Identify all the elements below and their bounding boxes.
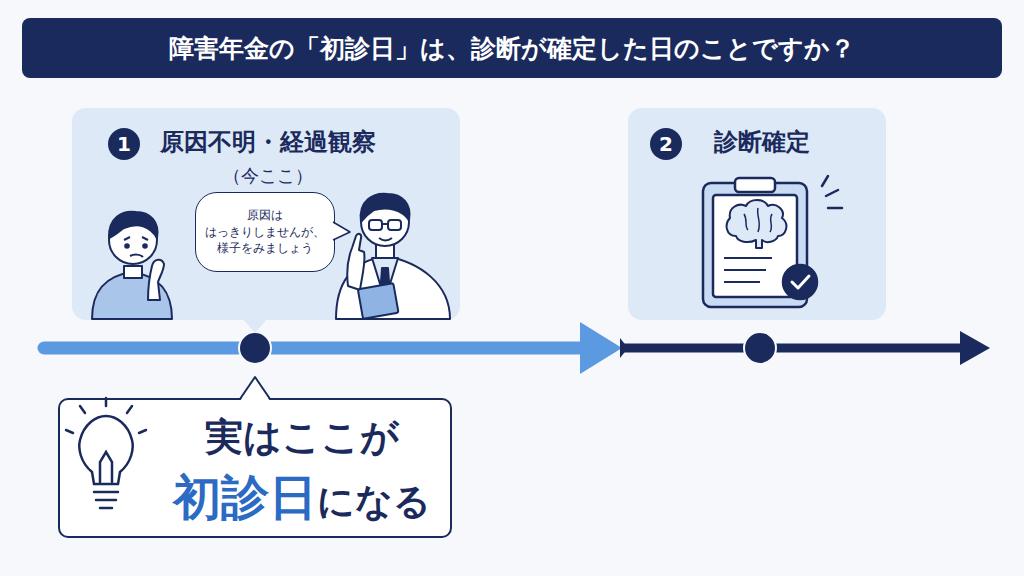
paper-line: [724, 269, 766, 271]
check-badge: [783, 265, 817, 299]
speech-bubble: 原因は はっきりしませんが、 様子をみましょう: [195, 192, 335, 272]
doctor-figure: [336, 194, 450, 319]
bulb-base: [100, 507, 112, 510]
callout-box: 実はここが初診日になる: [58, 398, 452, 538]
timeline-joint: [620, 338, 628, 358]
timeline-past: [44, 342, 585, 355]
timeline-dot: [239, 332, 271, 364]
paper-line: [724, 281, 760, 283]
timeline-future: [624, 344, 962, 353]
doctor-glasses: [388, 220, 401, 230]
patient-eye: [143, 244, 147, 248]
patient-body: [92, 272, 172, 319]
step-heading: 診断確定: [714, 127, 810, 157]
step-number: 2: [650, 128, 682, 160]
timeline-arrowhead: [960, 331, 990, 365]
patient-mouth: [130, 255, 143, 257]
patient-hand: [148, 260, 164, 300]
doctor-mouth: [379, 238, 392, 240]
step-note: （今ここ）: [160, 164, 376, 188]
doctor-glasses: [369, 220, 382, 230]
callout-text: になる: [317, 480, 431, 523]
patient-eye: [125, 244, 129, 248]
callout-keyword: 初診日: [173, 469, 317, 525]
spark-mark: [826, 190, 838, 196]
doctor-neck: [376, 244, 394, 258]
paper-line: [724, 257, 772, 259]
bulb-base: [96, 499, 116, 502]
check-mark: [792, 276, 809, 288]
bubble-tail-fill: [332, 222, 350, 240]
bulb-ray: [105, 398, 108, 406]
clipboard-clip: [735, 178, 775, 192]
timeline-dot: [744, 332, 776, 364]
patient-figure: [92, 212, 172, 319]
doctor-hand: [347, 234, 364, 290]
text-row: 初診日になる: [156, 466, 448, 540]
doctor-head: [361, 198, 409, 246]
speech-text: 原因は はっきりしませんが、 様子をみましょう: [204, 207, 326, 257]
brain-symbol: [727, 200, 787, 248]
step-number: 1: [108, 128, 140, 160]
lightbulb-icon: [66, 398, 146, 508]
timeline: [44, 322, 990, 374]
step-panel: 1 原因不明・経過観察 （今ここ） 原因は はっきりしませんが、 様子をみましょう: [72, 108, 460, 320]
bulb-base: [94, 491, 118, 494]
callout-pointer-fill: [240, 377, 270, 401]
bubble-tail: [332, 222, 350, 240]
bulb-ray: [80, 406, 85, 413]
clipboard-paper: [713, 195, 797, 297]
callout-pointer: [240, 377, 270, 401]
step-panel: 2 診断確定: [628, 108, 886, 320]
patient-brow: [142, 237, 148, 240]
bulb-glass: [79, 416, 132, 484]
diagnosis-clipboard: [703, 176, 842, 307]
spark-mark: [822, 176, 828, 186]
doctor-glasses: [382, 223, 388, 225]
doctor-hair: [361, 194, 410, 222]
spark-mark: [828, 207, 842, 210]
bulb-ray: [66, 430, 73, 433]
bulb-filament: [100, 452, 112, 482]
patient-hair: [109, 212, 158, 238]
doctor-coat: [336, 256, 450, 319]
bulb-ray: [127, 406, 132, 413]
patient-head: [109, 216, 157, 264]
doctor-shirt: [372, 258, 398, 300]
brain-folds: [744, 208, 772, 232]
clipboard-board: [703, 183, 807, 307]
step-heading: 原因不明・経過観察: [160, 127, 376, 157]
patient-brow: [124, 237, 130, 240]
bulb-ray: [139, 430, 146, 433]
callout-text: 実はここが: [160, 412, 444, 462]
doctor-tie: [380, 268, 390, 304]
title-bar: 障害年金の「初診日」は、診断が確定した日のことですか？: [22, 18, 1002, 78]
timeline-arrowhead: [580, 322, 622, 374]
callout-pointer-outline: [240, 377, 270, 399]
panel-pointer: [243, 319, 267, 333]
doctor-clipboard: [358, 283, 399, 319]
patient-neck: [124, 266, 142, 278]
bubble-tail-outline: [333, 222, 350, 240]
